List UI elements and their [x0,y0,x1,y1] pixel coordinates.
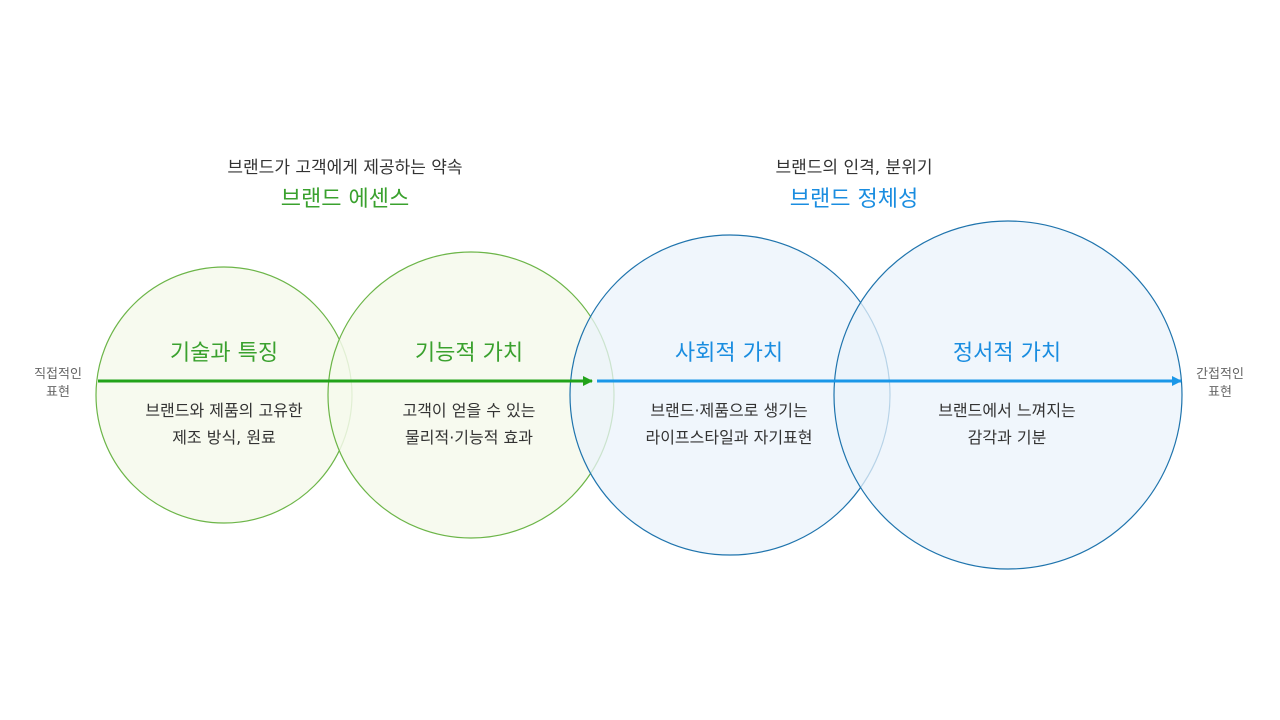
circle-title-social-value: 사회적 가치 [675,341,783,366]
circle-desc-functional-value-line1: 고객이 얻을 수 있는 [402,401,535,420]
left-axis-label-line2: 표현 [46,385,70,400]
circle-title-emotional-value: 정서적 가치 [953,341,1061,366]
essence-title: 브랜드 에센스 [281,187,409,212]
right-axis-label-line2: 표현 [1208,385,1232,400]
circle-desc-social-value-line1: 브랜드·제품으로 생기는 [650,401,807,420]
right-axis-label-line1: 간접적인 [1196,367,1244,382]
circle-desc-tech-features-line1: 브랜드와 제품의 고유한 [145,401,303,420]
circle-title-functional-value: 기능적 가치 [415,341,523,366]
essence-subtitle: 브랜드가 고객에게 제공하는 약속 [227,158,462,178]
identity-title: 브랜드 정체성 [790,187,918,212]
circle-emotional-value [833,220,1183,570]
circle-desc-emotional-value-line2: 감각과 기분 [968,428,1047,447]
circles-layer [95,220,1183,570]
circle-desc-emotional-value-line1: 브랜드에서 느껴지는 [938,401,1076,420]
circle-title-tech-features: 기술과 특징 [170,341,278,366]
circle-desc-functional-value-line2: 물리적·기능적 효과 [405,428,533,447]
circle-desc-social-value-line2: 라이프스타일과 자기표현 [645,428,812,447]
identity-subtitle: 브랜드의 인격, 분위기 [776,158,933,178]
circle-tech-features [95,266,353,524]
circle-desc-tech-features-line2: 제조 방식, 원료 [172,428,276,447]
left-axis-label-line1: 직접적인 [34,367,82,382]
